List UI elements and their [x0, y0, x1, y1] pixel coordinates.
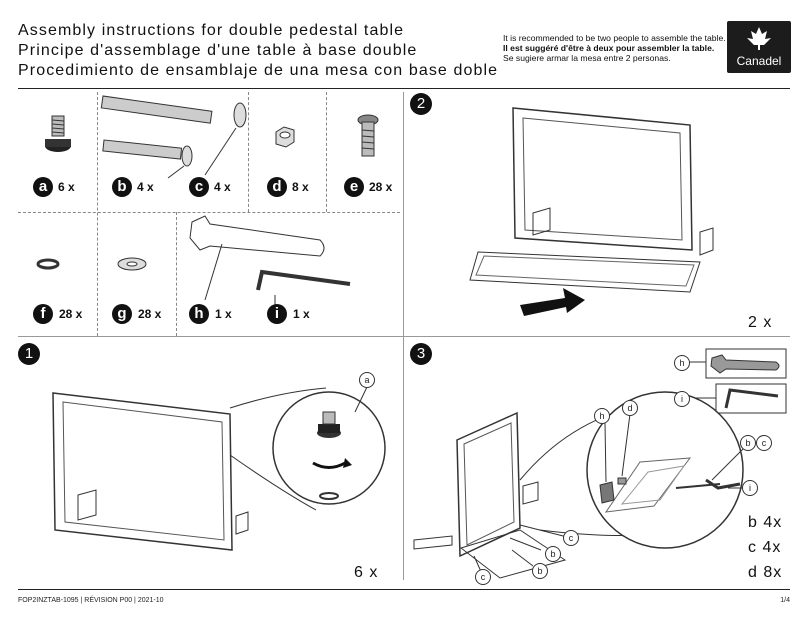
title-french: Principe d'assemblage d'une table à base…: [18, 42, 418, 59]
part-qty-f: 28 x: [59, 307, 83, 321]
step-number-1: 1: [18, 343, 40, 365]
step-3-summary-c: c 4x: [748, 539, 782, 556]
step-1-multiplier: 6 x: [354, 564, 379, 581]
footer-rule: [18, 589, 790, 590]
part-a-illustration: [45, 115, 71, 152]
note-spanish: Se sugiere armar la mesa entre 2 persona…: [503, 53, 671, 63]
part-qty-c: 4 x: [214, 180, 231, 194]
part-g-illustration: [117, 257, 147, 271]
maple-leaf-icon: [747, 27, 771, 50]
footer-document-id: FOP2INZTAB-1095 | RÉVISION P00 | 2021-10: [18, 597, 164, 604]
step-3-callout-i: i: [742, 480, 758, 496]
part-qty-g: 28 x: [138, 307, 162, 321]
step-1-callout-a: a: [359, 372, 375, 388]
step-3-summary-b: b 4x: [748, 514, 783, 531]
part-qty-i: 1 x: [293, 307, 310, 321]
part-c-illustration: [100, 95, 247, 128]
part-letter-a: a: [33, 177, 53, 197]
note-english: It is recommended to be two people to as…: [503, 33, 726, 43]
parts-divider: [248, 92, 249, 212]
part-d-illustration: [275, 126, 295, 148]
step-3-callout-i-tool: i: [674, 391, 690, 407]
step-3-callout-b2: b: [545, 546, 561, 562]
parts-divider: [326, 92, 327, 212]
part-letter-c: c: [189, 177, 209, 197]
part-e-illustration: [357, 114, 379, 157]
title-english: Assembly instructions for double pedesta…: [18, 22, 405, 39]
note-french: Il est suggéré d'être à deux pour assemb…: [503, 43, 715, 53]
part-qty-h: 1 x: [215, 307, 232, 321]
part-f-illustration: [36, 258, 60, 270]
part-letter-f: f: [33, 304, 53, 324]
part-letter-d: d: [267, 177, 287, 197]
step-3-callout-d: d: [622, 400, 638, 416]
steps-divider: [18, 336, 790, 337]
step-3-callout-h: h: [594, 408, 610, 424]
step-3-callout-c3: c: [475, 569, 491, 585]
canadel-logo: Canadel: [727, 21, 791, 73]
parts-divider: [97, 92, 98, 336]
footer-page-number: 1/4: [780, 597, 790, 604]
step-number-3: 3: [410, 343, 432, 365]
part-letter-e: e: [344, 177, 364, 197]
step-2-multiplier: 2 x: [748, 314, 773, 331]
step-3-summary-d: d 8x: [748, 564, 783, 581]
part-qty-d: 8 x: [292, 180, 309, 194]
part-letter-g: g: [112, 304, 132, 324]
step-3-callout-b: b: [740, 435, 756, 451]
step-3-callout-c2: c: [563, 530, 579, 546]
part-qty-b: 4 x: [137, 180, 154, 194]
title-spanish: Procedimiento de ensamblaje de una mesa …: [18, 62, 499, 79]
step-number-2: 2: [410, 93, 432, 115]
part-qty-e: 28 x: [369, 180, 393, 194]
logo-text: Canadel: [736, 54, 782, 68]
parts-divider: [18, 212, 400, 213]
part-letter-b: b: [112, 177, 132, 197]
step-3-callout-h-tool: h: [674, 355, 690, 371]
parts-divider: [176, 212, 177, 336]
header-rule: [18, 88, 790, 89]
step-3-callout-c: c: [756, 435, 772, 451]
part-letter-i: i: [267, 304, 287, 324]
step-3-callout-b3: b: [532, 563, 548, 579]
part-qty-a: 6 x: [58, 180, 75, 194]
part-b-illustration: [102, 139, 193, 167]
part-letter-h: h: [189, 304, 209, 324]
part-h-illustration: [189, 215, 325, 301]
